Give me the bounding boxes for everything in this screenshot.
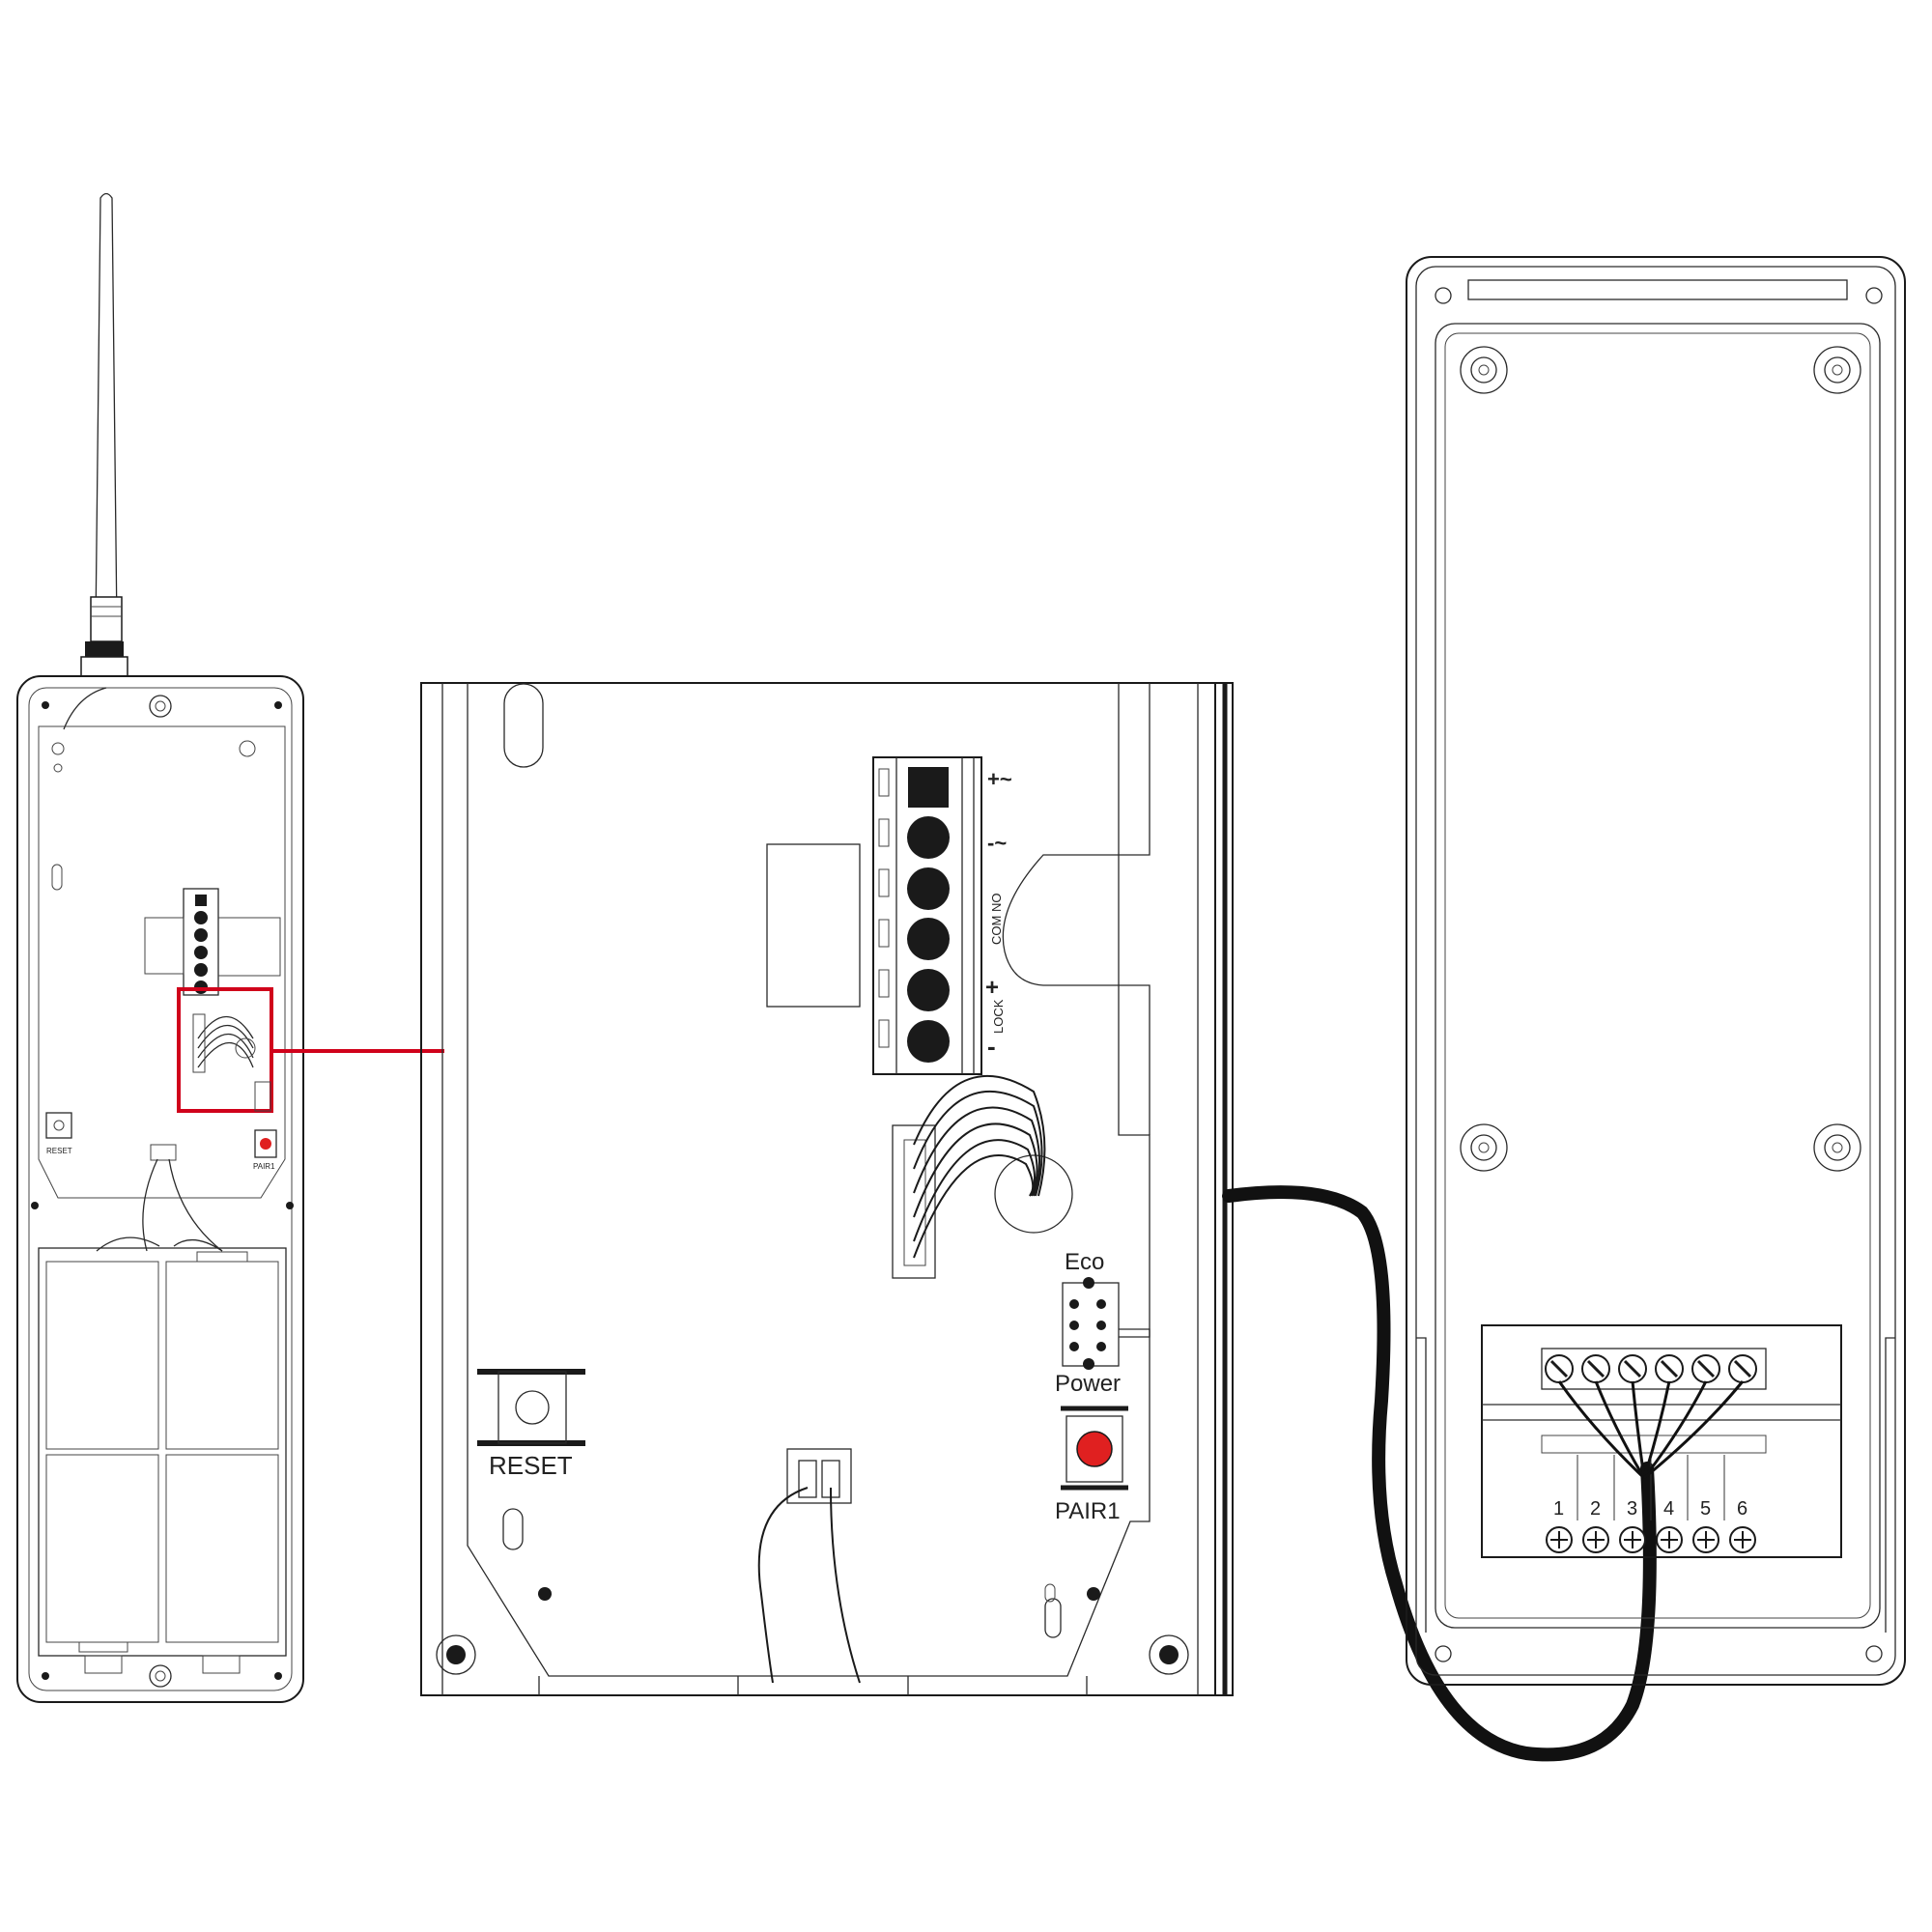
terminal-number-5: 5 [1700, 1498, 1711, 1520]
terminal-wire-5 [1642, 1380, 1708, 1479]
terminal-screw-5 [1691, 1354, 1720, 1383]
battery-compartment [38, 1247, 287, 1657]
main-cable [1222, 1185, 1657, 1762]
label-lock-minus: - [987, 1032, 996, 1061]
terminal-screws-bottom [1546, 1526, 1756, 1553]
terminal-wire-3 [1631, 1380, 1646, 1479]
label-power: Power [1055, 1371, 1121, 1397]
label-lock: LOCK [991, 999, 1006, 1034]
terminal-com [907, 867, 950, 910]
zoomed-board: +~ -~ COM NO + LOCK - Eco Po [420, 682, 1234, 1696]
terminal-screws-top [1545, 1354, 1757, 1383]
small-unit: RESET PAIR1 [16, 192, 444, 1703]
terminal-wire-4 [1642, 1380, 1671, 1479]
antenna-icon [80, 192, 128, 677]
terminal-screw-2 [1581, 1354, 1610, 1383]
terminal-number-6: 6 [1737, 1498, 1747, 1520]
terminal-numbers: 1 2 3 4 5 6 [1553, 1455, 1747, 1520]
terminal-no [907, 918, 950, 960]
terminal-number-1: 1 [1553, 1498, 1564, 1520]
small-pair-label: PAIR1 [253, 1162, 275, 1171]
terminal-ac-plus [908, 767, 949, 808]
terminal-bottom-screw-1 [1546, 1526, 1573, 1553]
camera-panel: 1 2 3 4 5 6 [1406, 256, 1906, 1686]
terminal-wire-6 [1643, 1380, 1745, 1480]
small-reset-label: RESET [46, 1147, 72, 1155]
camera-terminal-strip: 1 2 3 4 5 6 [1481, 1324, 1842, 1558]
board-outline [420, 682, 1234, 1696]
reset-button[interactable] [477, 1369, 585, 1446]
label-ac-plus: +~ [987, 767, 1012, 791]
label-reset: RESET [489, 1451, 573, 1480]
label-eco: Eco [1065, 1249, 1104, 1275]
small-unit-housing [16, 675, 304, 1703]
terminal-number-4: 4 [1663, 1498, 1674, 1520]
terminal-bottom-screw-6 [1729, 1526, 1756, 1553]
camera-panel-housing [1406, 256, 1906, 1686]
terminal-number-2: 2 [1590, 1498, 1601, 1520]
ribbon-cable [892, 1075, 1073, 1279]
terminal-lock-minus [907, 1020, 950, 1063]
terminal-bottom-screw-4 [1656, 1526, 1683, 1553]
terminal-screw-1 [1545, 1354, 1574, 1383]
terminal-bottom-screw-5 [1692, 1526, 1719, 1553]
terminal-ac-minus [907, 816, 950, 859]
terminal-number-3: 3 [1627, 1498, 1637, 1520]
terminal-wire-2 [1594, 1380, 1646, 1479]
label-lock-plus: + [985, 975, 999, 1001]
power-connector [757, 1448, 861, 1684]
label-ac-minus: -~ [987, 831, 1007, 855]
terminal-lock-plus [907, 969, 950, 1011]
label-pair: PAIR1 [1055, 1498, 1121, 1524]
zoom-highlight-frame [177, 987, 273, 1113]
terminal-screw-6 [1728, 1354, 1757, 1383]
pair-button[interactable] [1061, 1406, 1128, 1491]
terminal-bottom-screw-2 [1582, 1526, 1609, 1553]
label-com-no: COM NO [989, 894, 1004, 945]
terminal-wire-1 [1557, 1380, 1646, 1480]
terminal-screw-4 [1655, 1354, 1684, 1383]
relay-component [766, 843, 861, 1008]
eco-power-jumper[interactable] [1062, 1277, 1151, 1370]
small-pair-button [260, 1138, 271, 1150]
terminal-screw-3 [1618, 1354, 1647, 1383]
terminal-block [872, 756, 982, 1075]
terminal-bottom-screw-3 [1619, 1526, 1646, 1553]
